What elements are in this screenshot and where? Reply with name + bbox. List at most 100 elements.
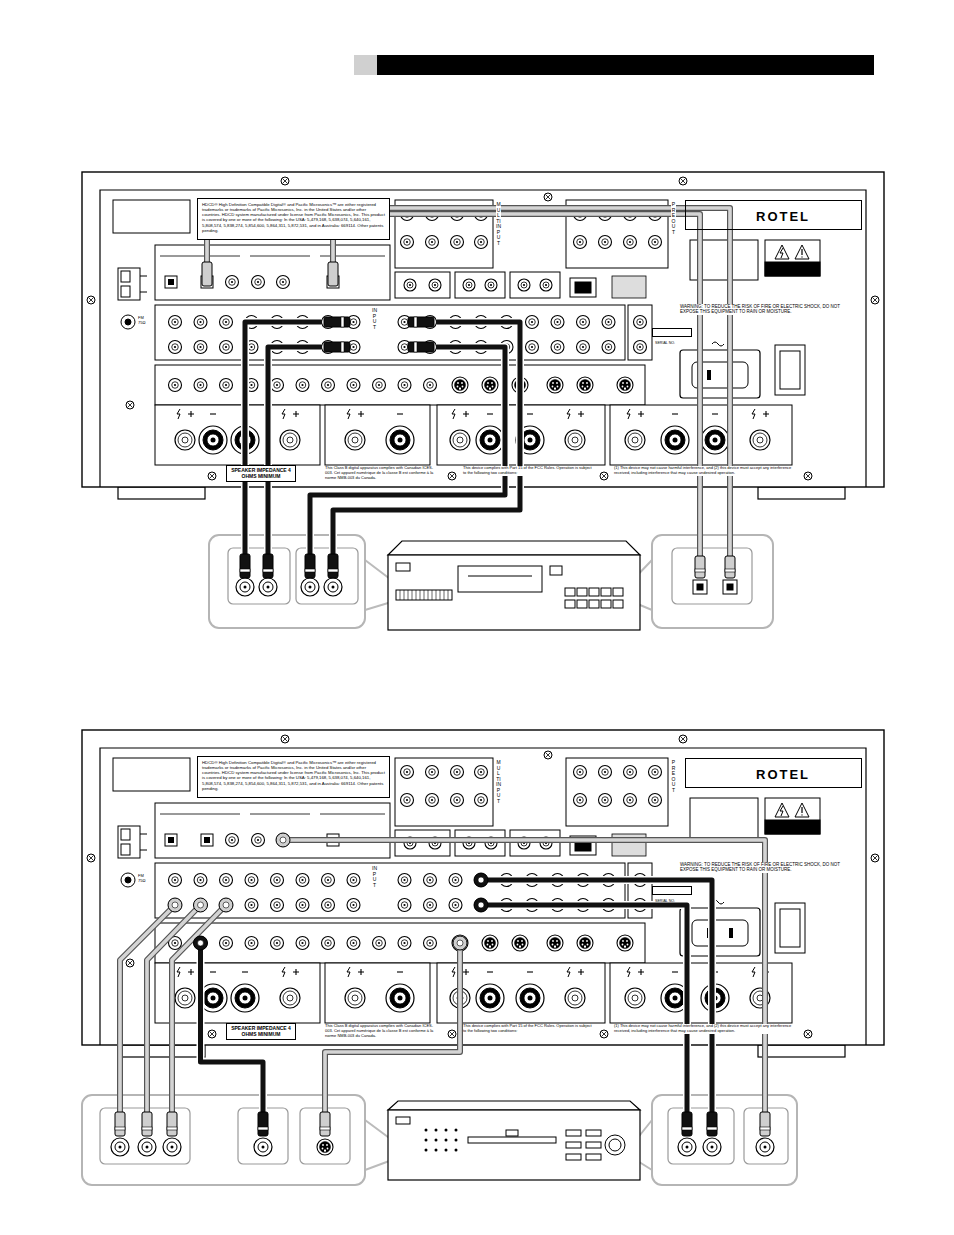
screw xyxy=(448,472,456,480)
rca-jack xyxy=(169,899,182,912)
rca-jack-pin xyxy=(639,346,641,348)
pre-out-block xyxy=(566,758,668,826)
rca-jack-pin xyxy=(429,879,431,881)
device-button xyxy=(586,1154,601,1160)
s-video-jack xyxy=(452,935,468,951)
rca-jack-pin xyxy=(454,904,456,906)
plus-mark xyxy=(188,411,194,417)
plug-band xyxy=(695,569,705,572)
device-button xyxy=(550,566,562,575)
binding-post-hole xyxy=(182,437,188,443)
brand-logo-text: ROTEL xyxy=(756,210,810,225)
rca-plug xyxy=(263,554,273,578)
hazard-bolt xyxy=(627,409,630,419)
binding-post-ring xyxy=(524,992,536,1004)
rca-jack-pin xyxy=(199,346,201,348)
rca-jack xyxy=(296,379,309,392)
rca-jack-ring xyxy=(401,382,408,389)
rca-jack xyxy=(624,794,637,807)
rca-jack-pin xyxy=(327,904,329,906)
rca-jack xyxy=(220,874,233,887)
plug-band xyxy=(725,569,735,572)
section-label: INPUT xyxy=(372,866,377,888)
signal-cable xyxy=(283,840,765,1112)
section-divider xyxy=(160,256,385,257)
rca-jack-pin xyxy=(257,839,259,841)
optical-port xyxy=(723,580,737,594)
rca-jack xyxy=(254,1138,272,1156)
binding-post-hole xyxy=(398,996,403,1001)
rca-jack-pin xyxy=(244,586,247,589)
rca-jack-pin xyxy=(523,284,525,286)
warning-sticker xyxy=(765,798,820,834)
plug-band xyxy=(263,569,273,572)
rca-jack-pin xyxy=(276,384,278,386)
compliance-text: This device complies with Part 15 of the… xyxy=(463,466,595,476)
rca-jack-ring xyxy=(543,282,549,288)
rca-jack-pin xyxy=(654,799,656,801)
rca-jack-ring xyxy=(350,382,357,389)
rca-jack xyxy=(373,379,386,392)
rca-jack-ring xyxy=(223,319,230,326)
rca-jack-pin xyxy=(531,321,533,323)
rca-plug xyxy=(240,554,250,578)
rca-plug xyxy=(707,1112,717,1136)
screw xyxy=(600,472,608,480)
rca-jack-pin xyxy=(352,879,354,881)
rca-jack-ring xyxy=(255,837,262,844)
s-video-jack xyxy=(317,1139,333,1155)
optical-port xyxy=(693,580,707,594)
s-video-pin xyxy=(627,944,629,946)
plus-mark xyxy=(463,969,469,975)
rca-jack-pin xyxy=(686,1146,689,1149)
video-block xyxy=(155,923,645,963)
rca-jack-pin xyxy=(429,384,431,386)
rca-jack-pin xyxy=(434,284,436,286)
rca-jack-pin xyxy=(327,879,329,881)
rca-jack-pin xyxy=(250,879,252,881)
hazard-bolt xyxy=(347,409,350,419)
rca-jack xyxy=(401,236,414,249)
warning-band xyxy=(765,820,820,834)
binding-post-ring xyxy=(348,433,362,447)
rca-jack-ring xyxy=(401,940,408,947)
rca-plug xyxy=(474,898,488,912)
screw-slot xyxy=(128,961,133,966)
rca-jack xyxy=(271,874,284,887)
binding-post-cap xyxy=(203,430,223,450)
rca-jack xyxy=(526,341,539,354)
brand-logo-text: ROTEL xyxy=(756,768,810,783)
rca-jack xyxy=(451,794,464,807)
rca-jack-pin xyxy=(403,346,405,348)
rca-jack-pin xyxy=(431,799,433,801)
screw xyxy=(126,959,134,967)
warning-text: WARNING: TO REDUCE THE RISK OF FIRE OR E… xyxy=(680,304,852,315)
rca-jack xyxy=(138,1138,156,1156)
rca-jack-ring xyxy=(627,797,634,804)
rca-jack-pin xyxy=(582,346,584,348)
minus-mark xyxy=(210,413,216,414)
antenna-pin xyxy=(125,319,131,325)
rca-jack xyxy=(463,279,475,291)
rca-jack xyxy=(373,937,386,950)
rca-jack-pin xyxy=(250,384,252,386)
s-video-pin xyxy=(587,386,589,388)
screw-slot xyxy=(450,1032,455,1037)
rca-jack-pin xyxy=(764,1146,767,1149)
compliance-text: This Class B digital apparatus complies … xyxy=(325,1024,440,1038)
rca-jack-ring xyxy=(197,382,204,389)
rca-jack-ring xyxy=(404,239,411,246)
rca-plug xyxy=(142,1112,152,1136)
rca-jack-pin xyxy=(480,771,482,773)
rca-jack-pin xyxy=(406,799,408,801)
rca-jack xyxy=(220,316,233,329)
rca-jack-pin xyxy=(199,879,201,881)
rca-jack-ring xyxy=(478,769,485,776)
rca-jack-ring xyxy=(627,769,634,776)
s-video-jack xyxy=(617,935,633,951)
input-block xyxy=(510,272,560,298)
s-video-key xyxy=(489,946,491,948)
rca-plug xyxy=(167,1112,177,1136)
rca-jack xyxy=(475,874,488,887)
binding-post-hole xyxy=(528,438,533,443)
